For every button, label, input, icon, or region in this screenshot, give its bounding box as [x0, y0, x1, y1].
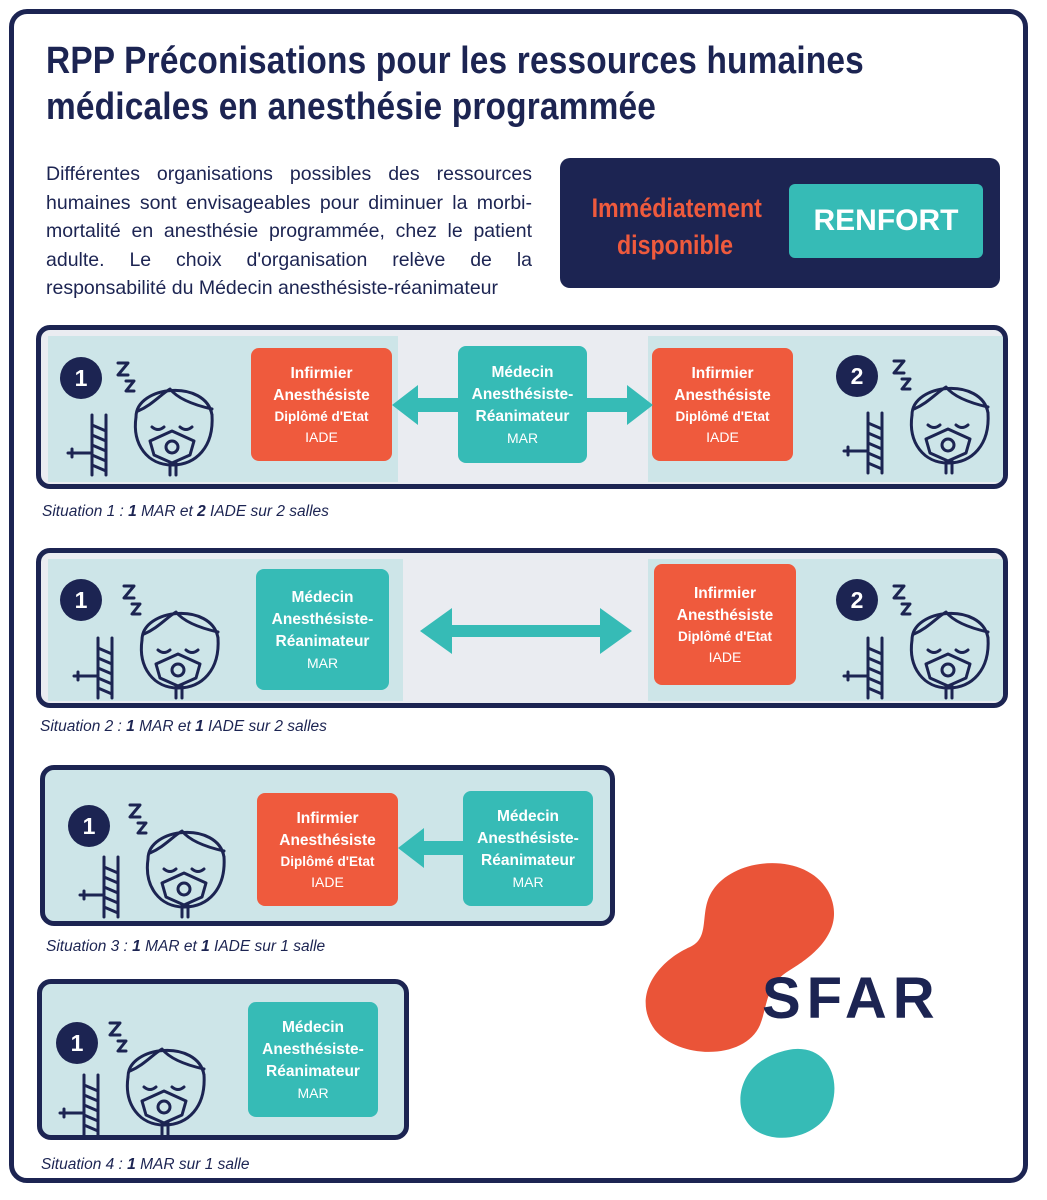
situation-4-caption: Situation 4 : 1 MAR sur 1 salle: [41, 1156, 250, 1173]
sleeping-patient-icon: [842, 359, 990, 475]
room-number-1: 1: [68, 805, 110, 847]
sleeping-patient-icon: [58, 1021, 206, 1137]
page-title: RPP Préconisations pour les ressources h…: [46, 40, 864, 128]
room-number-1: 1: [60, 579, 102, 621]
intro-paragraph: Différentes organisations possibles des …: [46, 163, 532, 299]
sfar-logo-text: SFAR: [762, 966, 941, 1031]
sleeping-patient-icon: [66, 361, 214, 477]
double-arrow-icon: [420, 608, 632, 654]
arrow-left-icon: [392, 385, 458, 425]
legend-immediate: Immédiatement disponible: [591, 193, 762, 260]
situation-1-caption: Situation 1 : 1 MAR et 2 IADE sur 2 sall…: [42, 503, 329, 520]
room-number-2: 2: [836, 355, 878, 397]
room-number-2: 2: [836, 579, 878, 621]
arrow-left-icon: [398, 828, 463, 868]
room-number-1: 1: [60, 357, 102, 399]
sleeping-patient-icon: [78, 803, 226, 919]
legend-renfort: RENFORT: [789, 184, 983, 258]
sleeping-patient-icon: [72, 584, 220, 700]
situation-3-caption: Situation 3 : 1 MAR et 1 IADE sur 1 sall…: [46, 938, 326, 955]
sfar-logo: SFAR: [645, 863, 941, 1138]
arrow-right-icon: [587, 385, 653, 425]
sleeping-patient-icon: [842, 584, 990, 700]
situation-2-caption: Situation 2 : 1 MAR et 1 IADE sur 2 sall…: [40, 718, 327, 735]
room-number-1: 1: [56, 1022, 98, 1064]
